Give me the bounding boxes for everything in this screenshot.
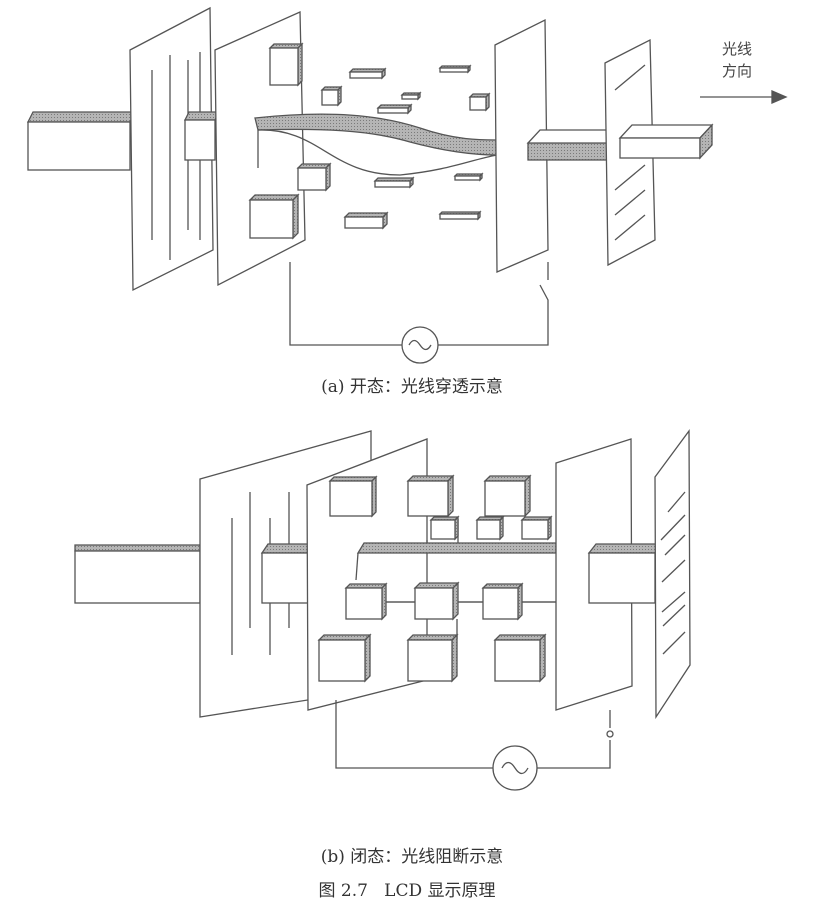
lc-molecule-block (373, 176, 415, 189)
lc-molecule-block (348, 67, 387, 80)
lc-molecule-block (481, 582, 524, 621)
drive-circuit-b (335, 700, 614, 791)
light-direction-arrow (700, 90, 788, 104)
caption-open-state: (a) 开态：光线穿透示意 (321, 377, 503, 397)
light-block-in-polarizer (183, 111, 221, 161)
twisted-lc-light-path (254, 113, 498, 176)
diagram-closed-state (74, 429, 691, 791)
lc-molecule-block (406, 633, 459, 683)
lc-molecule-block (317, 633, 372, 683)
front-polarizer-b (654, 429, 691, 720)
figure-caption: 图 2.7 LCD 显示原理 (318, 881, 496, 901)
lc-molecule-block (344, 582, 388, 621)
lc-molecule-block (406, 474, 455, 518)
drive-circuit-a (289, 262, 549, 364)
incoming-light-beam-b (74, 544, 201, 604)
lc-molecule-block (429, 515, 460, 541)
lc-molecule-block (343, 211, 389, 230)
light-direction-label: 光线 方向 (722, 38, 752, 82)
light-block-at-analyzer (587, 543, 664, 604)
lc-molecule-block (248, 193, 300, 240)
analyzer-glass-panel (494, 18, 549, 273)
lc-molecule-block (296, 162, 332, 192)
diagram-open-state (26, 6, 788, 364)
direction-label-line1: 光线 (722, 40, 753, 58)
lc-molecule-block (400, 91, 422, 101)
lc-molecule-block (475, 515, 505, 541)
lc-molecule-block (493, 633, 547, 683)
lc-molecule-block (376, 103, 413, 115)
transmitted-light-block (618, 123, 714, 160)
incoming-light-beam (26, 111, 137, 171)
lc-molecule-block (413, 581, 460, 621)
lc-molecule-block (468, 92, 491, 112)
lc-molecule-block (268, 42, 304, 87)
lc-molecule-block (438, 64, 472, 74)
lc-molecule-block (438, 210, 482, 221)
lc-molecule-block (483, 474, 532, 518)
caption-closed-state: (b) 闭态：光线阻断示意 (320, 847, 504, 867)
lc-molecule-block (328, 475, 378, 518)
direction-label-line2: 方向 (722, 62, 753, 80)
lc-molecule-block (520, 515, 553, 541)
lc-molecule-block (453, 172, 484, 182)
lc-molecule-block (320, 85, 343, 107)
